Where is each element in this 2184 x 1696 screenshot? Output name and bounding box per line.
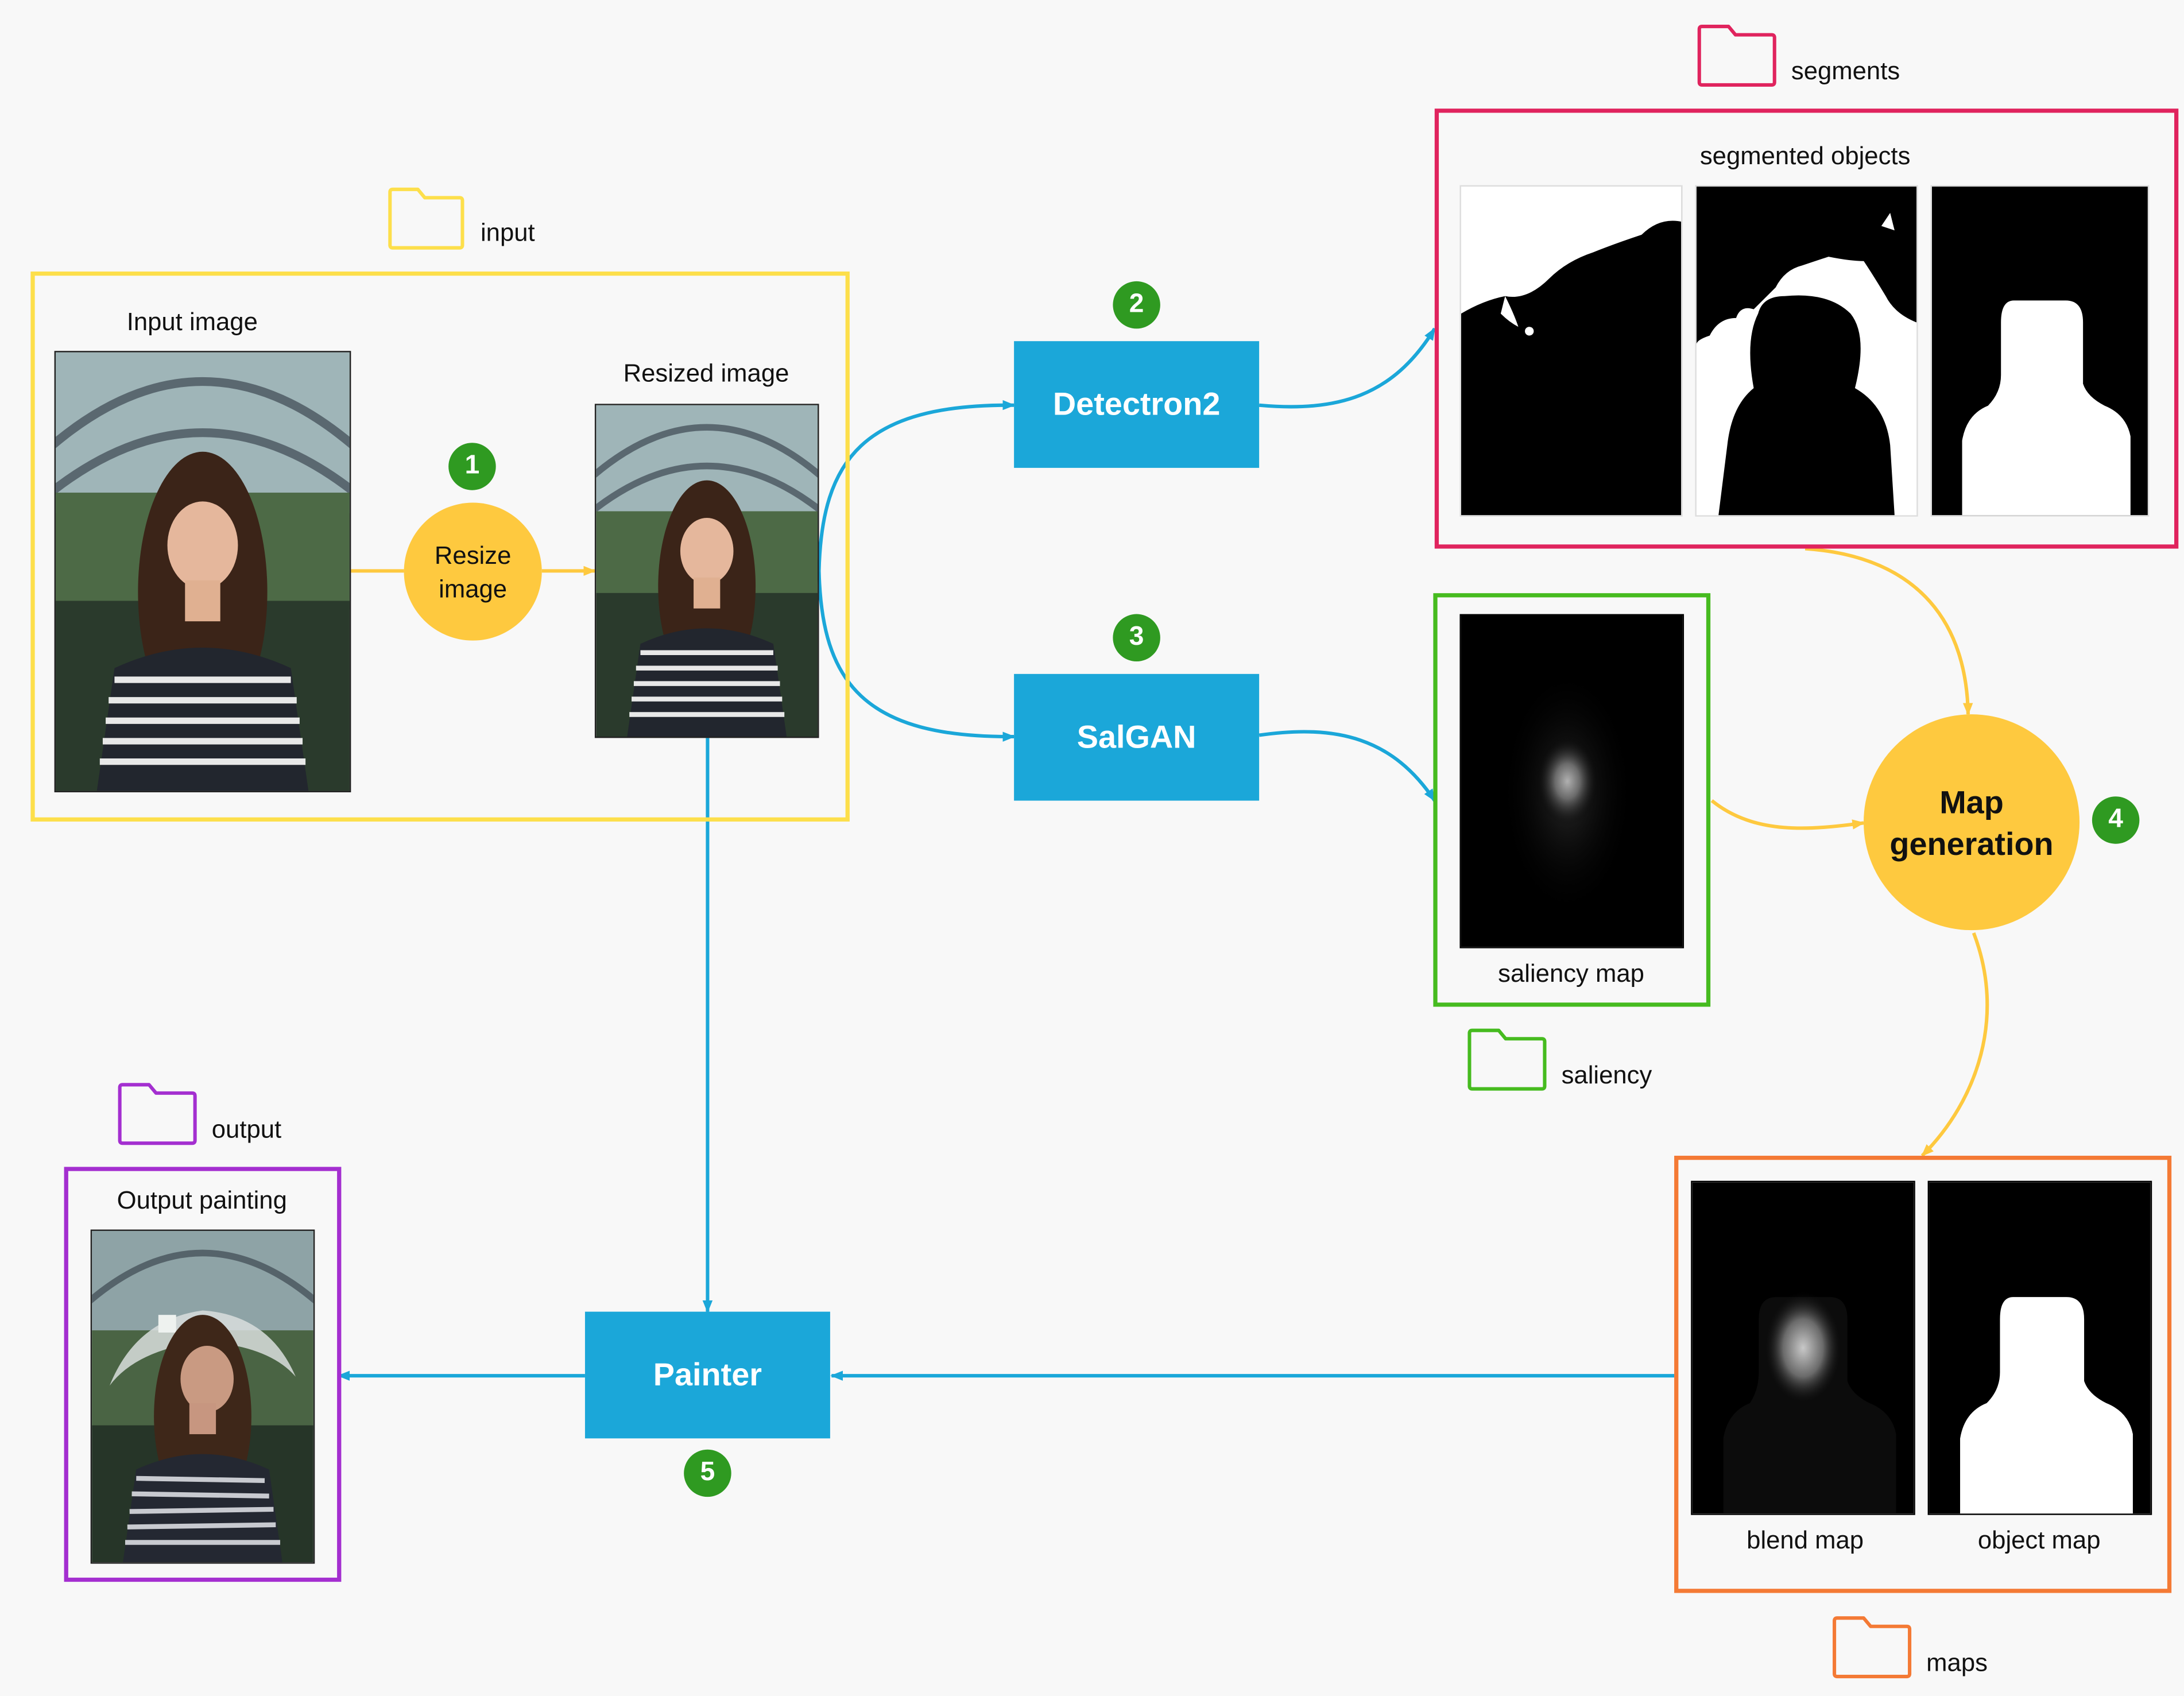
step-badge-1: 1 — [448, 443, 496, 490]
detectron2-node: Detectron2 — [1014, 341, 1260, 468]
maps-frame — [1674, 1155, 2172, 1593]
salgan-node: SalGAN — [1014, 673, 1260, 801]
resized-image-label: Resized image — [623, 359, 789, 388]
folder-label-maps: maps — [1926, 1648, 1988, 1677]
arrow-saliency-to-mapgen — [1710, 799, 1865, 830]
painter-node: Painter — [584, 1311, 830, 1439]
output-painting-image — [90, 1229, 315, 1564]
input-image-label: Input image — [126, 307, 258, 336]
step-badge-2: 2 — [1113, 281, 1160, 329]
arrow-segments-to-mapgen — [1804, 547, 1973, 716]
resize-line1: Resize — [434, 541, 512, 569]
blend-map-image — [1691, 1180, 1915, 1515]
folder-icon — [118, 1083, 197, 1145]
folder-label-saliency: saliency — [1561, 1061, 1652, 1089]
folder-icon — [388, 187, 464, 250]
input-frame — [30, 271, 850, 822]
step-badge-3: 3 — [1113, 614, 1160, 662]
saliency-map-image — [1459, 614, 1685, 948]
step-badge-5: 5 — [684, 1449, 731, 1497]
step-badge-4: 4 — [2092, 796, 2140, 844]
resized-photo — [594, 404, 819, 738]
arrow-to-salgan — [817, 571, 1016, 742]
folder-icon — [1467, 1028, 1547, 1091]
arrow-detectron2-to-segments — [1258, 327, 1436, 409]
resize-line2: image — [439, 574, 508, 602]
saliency-map-caption: saliency map — [1498, 959, 1644, 988]
segment-mask-plants — [1695, 185, 1918, 517]
saliency-frame — [1433, 593, 1711, 1007]
output-painting-title: Output painting — [117, 1186, 287, 1214]
arrow-salgan-to-saliency — [1258, 730, 1436, 802]
folder-label-output: output — [211, 1115, 282, 1144]
mapgen-line2: generation — [1889, 824, 2054, 862]
blend-map-caption: blend map — [1747, 1526, 1864, 1554]
arrow-mapgen-to-maps — [1920, 932, 1989, 1157]
output-frame — [64, 1167, 342, 1582]
segmented-objects-title: segmented objects — [1699, 142, 1911, 170]
object-map-image — [1927, 1180, 2152, 1515]
folder-icon — [1833, 1616, 1912, 1679]
folder-icon — [1697, 25, 1776, 87]
resize-image-node: Resize image — [404, 502, 542, 641]
map-generation-node: Map generation — [1864, 714, 2080, 931]
object-map-caption: object map — [1977, 1526, 2101, 1554]
folder-label-input: input — [480, 218, 535, 247]
arrow-to-detectron2 — [817, 400, 1016, 571]
segments-frame — [1434, 109, 2179, 549]
folder-label-segments: segments — [1791, 57, 1900, 85]
segment-mask-person — [1930, 185, 2150, 517]
input-photo — [54, 351, 351, 792]
segment-mask-background — [1459, 185, 1683, 517]
mapgen-line1: Map — [1939, 783, 2004, 820]
